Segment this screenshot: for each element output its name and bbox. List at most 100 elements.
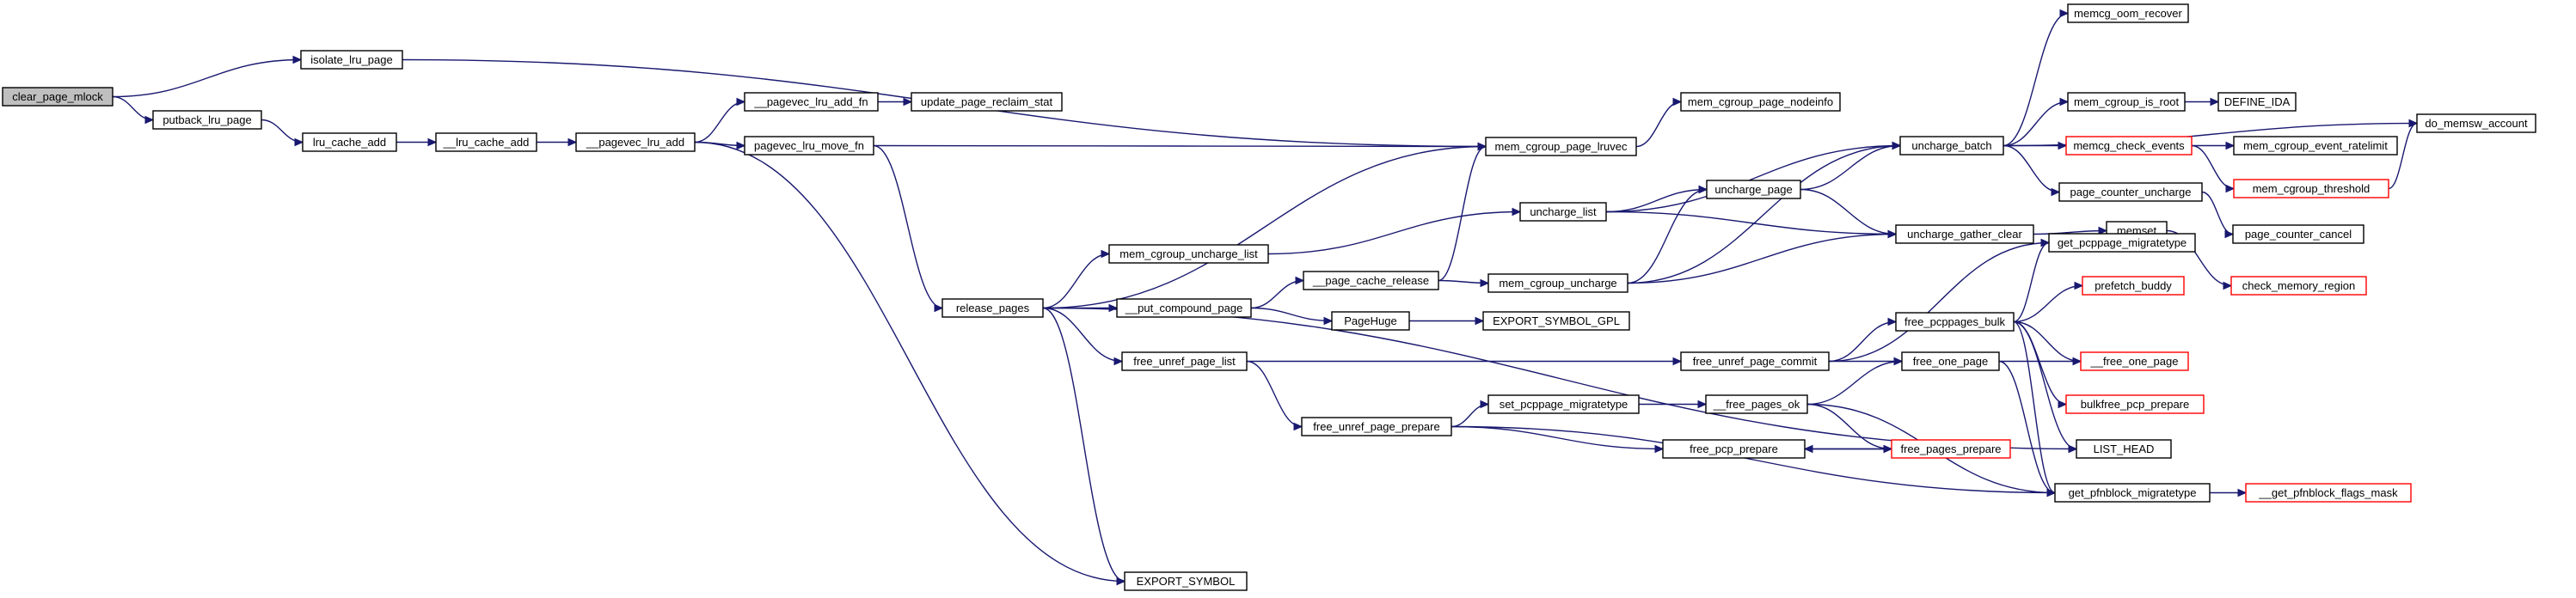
node-box[interactable] [2076,439,2172,459]
node-free-pcppages-bulk[interactable]: free_pcppages_bulk [1895,312,2015,332]
node-box[interactable] [1108,244,1269,264]
node-box[interactable] [2065,394,2205,414]
node-mem-cgroup-threshold[interactable]: mem_cgroup_threshold [2233,179,2389,198]
node-label: uncharge_page [1714,183,1792,196]
node-box[interactable] [2080,351,2189,371]
node-box[interactable] [1680,351,1830,371]
node-box[interactable] [435,132,537,152]
node-free-one-page[interactable]: free_one_page [1901,351,2000,371]
node-lru-cache-add[interactable]: lru_cache_add [302,132,397,152]
node-uncharge-list[interactable]: uncharge_list [1519,202,1607,222]
node-mem-cgroup-page-nodeinfo[interactable]: mem_cgroup_page_nodeinfo [1680,92,1841,112]
node-box[interactable] [2048,233,2196,253]
node-box[interactable] [2067,3,2189,23]
node-bulkfree-pcp-prepare[interactable]: bulkfree_pcp_prepare [2065,394,2205,414]
node-box[interactable] [1303,271,1439,290]
node-do-memsw-account[interactable]: do_memsw_account [2416,113,2536,133]
node-box[interactable] [300,50,403,70]
node-pagevec-lru-add[interactable]: __pagevec_lru_add [575,132,696,152]
node-page-cache-release[interactable]: __page_cache_release [1303,271,1439,290]
node-mem-cgroup-is-root[interactable]: mem_cgroup_is_root [2067,92,2186,112]
node-box[interactable] [1487,273,1628,293]
node-box[interactable] [1705,394,1808,414]
node-lru-cache-add[interactable]: __lru_cache_add [435,132,537,152]
node-box[interactable] [2058,182,2203,202]
node-free-unref-page-commit[interactable]: free_unref_page_commit [1680,351,1830,371]
node-PageHuge[interactable]: PageHuge [1331,311,1410,331]
node-mem-cgroup-page-lruvec[interactable]: mem_cgroup_page_lruvec [1485,137,1637,156]
node-label: memcg_oom_recover [2074,7,2182,20]
node-put-compound-page[interactable]: __put_compound_page [1116,298,1252,318]
node-box[interactable] [1519,202,1607,222]
node-check-memory-region[interactable]: check_memory_region [2230,276,2367,296]
node-box[interactable] [2,87,113,107]
node-box[interactable] [575,132,696,152]
node-box[interactable] [2067,92,2186,112]
node-free-pages-ok[interactable]: __free_pages_ok [1705,394,1808,414]
node-page-counter-uncharge[interactable]: page_counter_uncharge [2058,182,2203,202]
node-box[interactable] [1899,136,2004,156]
node-uncharge-gather-clear[interactable]: uncharge_gather_clear [1895,224,2034,244]
node-get-pcppage-migratetype[interactable]: get_pcppage_migratetype [2048,233,2196,253]
node-box[interactable] [1124,571,1248,591]
node-LIST-HEAD[interactable]: LIST_HEAD [2076,439,2172,459]
node-box[interactable] [2233,179,2389,198]
node-box[interactable] [1680,92,1841,112]
node-box[interactable] [1121,351,1248,371]
node-set-pcppage-migratetype[interactable]: set_pcppage_migratetype [1487,394,1640,414]
node-putback-lru-page[interactable]: putback_lru_page [152,110,262,130]
node-box[interactable] [152,110,262,130]
node-get-pfnblock-migratetype[interactable]: get_pfnblock_migratetype [2054,483,2211,503]
node-free-pcp-prepare[interactable]: free_pcp_prepare [1662,439,1806,459]
node-DEFINE-IDA[interactable]: DEFINE_IDA [2217,92,2297,112]
node-box[interactable] [2054,483,2211,503]
node-prefetch-buddy[interactable]: prefetch_buddy [2082,276,2185,296]
node-box[interactable] [2065,136,2193,156]
node-box[interactable] [1895,224,2034,244]
node-free-unref-page-prepare[interactable]: free_unref_page_prepare [1301,417,1452,436]
node-uncharge-batch[interactable]: uncharge_batch [1899,136,2004,156]
node-EXPORT-SYMBOL[interactable]: EXPORT_SYMBOL [1124,571,1248,591]
node-box[interactable] [744,92,879,112]
node-box[interactable] [1706,180,1801,199]
node-box[interactable] [2416,113,2536,133]
node-box[interactable] [2233,136,2398,156]
node-box[interactable] [1301,417,1452,436]
node-box[interactable] [941,298,1044,318]
node-mem-cgroup-event-ratelimit[interactable]: mem_cgroup_event_ratelimit [2233,136,2398,156]
node-box[interactable] [1331,311,1410,331]
node-box[interactable] [911,92,1063,112]
node-box[interactable] [2217,92,2297,112]
node-mem-cgroup-uncharge-list[interactable]: mem_cgroup_uncharge_list [1108,244,1269,264]
node-EXPORT-SYMBOL-GPL[interactable]: EXPORT_SYMBOL_GPL [1482,311,1630,331]
node-box[interactable] [1487,394,1640,414]
node-memcg-oom-recover[interactable]: memcg_oom_recover [2067,3,2189,23]
node-box[interactable] [2245,483,2412,503]
node-box[interactable] [1662,439,1806,459]
node-box[interactable] [744,136,874,156]
node-box[interactable] [2082,276,2185,296]
node-get-pfnblock-flags-mask[interactable]: __get_pfnblock_flags_mask [2245,483,2412,503]
node-mem-cgroup-uncharge[interactable]: mem_cgroup_uncharge [1487,273,1628,293]
node-free-unref-page-list[interactable]: free_unref_page_list [1121,351,1248,371]
node-uncharge-page[interactable]: uncharge_page [1706,180,1801,199]
node-box[interactable] [1895,312,2015,332]
node-free-one-page[interactable]: __free_one_page [2080,351,2189,371]
node-box[interactable] [1485,137,1637,156]
node-clear-page-mlock[interactable]: clear_page_mlock [2,87,113,107]
node-memcg-check-events[interactable]: memcg_check_events [2065,136,2193,156]
node-release-pages[interactable]: release_pages [941,298,1044,318]
node-box[interactable] [2232,224,2364,244]
node-page-counter-cancel[interactable]: page_counter_cancel [2232,224,2364,244]
node-update-page-reclaim-stat[interactable]: update_page_reclaim_stat [911,92,1063,112]
node-box[interactable] [1891,439,2011,459]
node-pagevec-lru-move-fn[interactable]: pagevec_lru_move_fn [744,136,874,156]
node-free-pages-prepare[interactable]: free_pages_prepare [1891,439,2011,459]
node-box[interactable] [1901,351,2000,371]
node-box[interactable] [1482,311,1630,331]
node-box[interactable] [1116,298,1252,318]
node-isolate-lru-page[interactable]: isolate_lru_page [300,50,403,70]
node-box[interactable] [2230,276,2367,296]
node-box[interactable] [302,132,397,152]
node-pagevec-lru-add-fn[interactable]: __pagevec_lru_add_fn [744,92,879,112]
